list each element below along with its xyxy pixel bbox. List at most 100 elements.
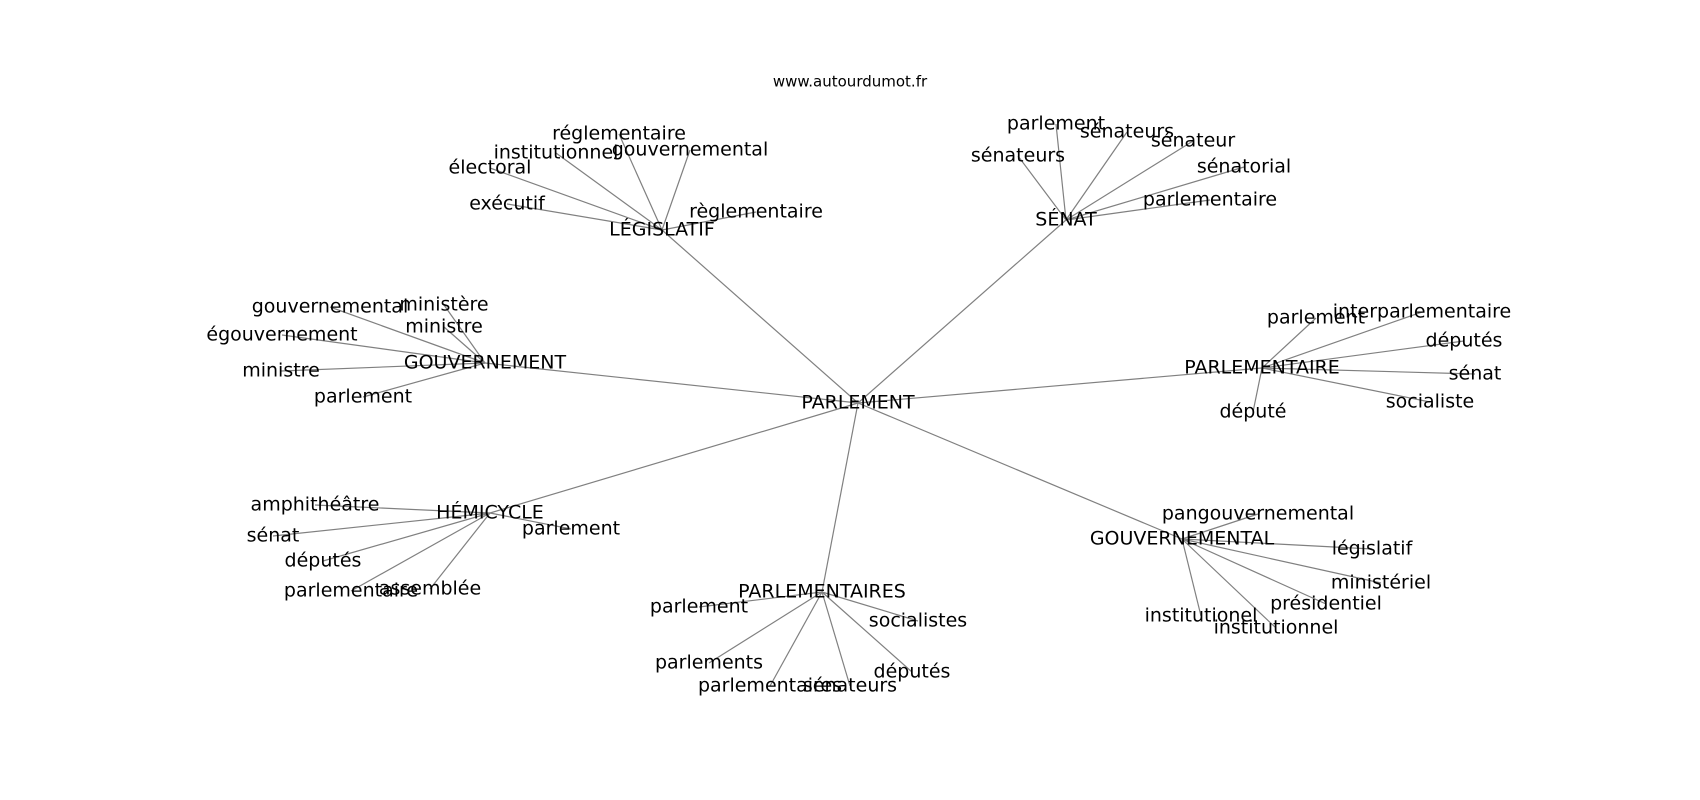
center-node-label: PARLEMENT: [801, 392, 915, 414]
edge-center-parlementaire: [857, 367, 1263, 404]
leaf-node-senatorial: sénatorial: [1197, 156, 1291, 178]
leaf-node-socialiste: socialiste: [1386, 391, 1475, 413]
leaf-node-institutionnel: institutionnel: [494, 142, 619, 164]
leaf-node-senateurs: sénateurs: [971, 145, 1065, 167]
edge-gouvernement-ministere: [443, 304, 486, 364]
edge-parlementaires-deputes: [821, 591, 913, 673]
hub-node-gouvernement: GOUVERNEMENT: [404, 352, 567, 374]
edge-gouvernement-gouvernemental: [329, 306, 486, 364]
hub-node-gouvernemental: GOUVERNEMENTAL: [1090, 528, 1275, 550]
edge-gouvernement-parlement: [362, 362, 486, 398]
hub-node-parlementaire: PARLEMENTAIRE: [1184, 357, 1340, 379]
edge-gouvernement-egouvernement: [281, 334, 486, 364]
edge-senat-senateurs: [1017, 155, 1067, 221]
leaf-node-parlementaires: parlementaires: [698, 675, 842, 697]
leaf-node-ministere: ministère: [399, 294, 488, 316]
edge-senat-senateurs: [1065, 131, 1128, 221]
edge-parlementaire-interparlementaire: [1261, 311, 1423, 369]
edge-gouvernement-ministre: [280, 362, 486, 372]
leaf-node-senateurs: sénateurs: [1080, 121, 1174, 143]
leaf-node-ministeriel: ministériel: [1331, 572, 1431, 594]
edge-legislatif-reglementaire: [618, 133, 663, 231]
leaf-node-senateur: sénateur: [1151, 130, 1235, 152]
leaf-node-socialistes: socialistes: [869, 610, 967, 632]
edge-legislatif-gouvernemental: [661, 149, 691, 231]
graph-labels: PARLEMENTLÉGISLATIFréglementaireinstitut…: [206, 113, 1511, 697]
edge-senat-senatorial: [1065, 166, 1245, 221]
leaf-node-ministre: ministre: [242, 360, 320, 382]
edge-hemicycle-amphitheatre: [314, 504, 491, 514]
leaf-node-interparlementaire: interparlementaire: [1333, 301, 1511, 323]
edge-parlementaire-senat: [1261, 367, 1476, 375]
leaf-node-egouvernement: égouvernement: [206, 324, 357, 346]
leaf-node-amphitheatre: amphithéâtre: [251, 494, 380, 516]
leaf-node-deputes: députés: [285, 550, 362, 572]
edge-parlementaire-socialiste: [1261, 367, 1431, 403]
hub-node-parlementaires: PARLEMENTAIRES: [738, 581, 906, 603]
leaf-node-executif: exécutif: [469, 193, 546, 215]
edge-gouvernemental-pangouvernemental: [1181, 513, 1259, 540]
edge-parlementaire-deputes: [1261, 340, 1465, 369]
leaf-node-parlement: parlement: [314, 386, 412, 408]
edge-center-parlementaires: [821, 402, 859, 593]
edge-legislatif-reglementaire: [661, 211, 757, 231]
leaf-node-parlement: parlement: [522, 518, 620, 540]
leaf-node-electoral: électoral: [449, 157, 532, 179]
leaf-node-deputes: députés: [1426, 330, 1503, 352]
leaf-node-reglementaire: réglementaire: [552, 123, 686, 145]
edge-parlementaires-parlements: [708, 591, 823, 664]
edge-gouvernemental-institutionnel: [1181, 538, 1277, 629]
leaf-node-senateurs: sénateurs: [803, 675, 897, 697]
edge-legislatif-institutionnel: [555, 152, 663, 231]
edge-parlementaire-parlement: [1261, 317, 1317, 369]
leaf-node-parlementaire: parlementaire: [284, 580, 418, 602]
leaf-node-gouvernemental: gouvernemental: [252, 296, 408, 318]
leaf-node-parlement: parlement: [1007, 113, 1105, 135]
edge-hemicycle-deputes: [322, 512, 491, 562]
edge-senat-senateur: [1065, 140, 1194, 221]
edge-gouvernemental-presidentiel: [1181, 538, 1327, 605]
leaf-node-pangouvernemental: pangouvernemental: [1162, 503, 1354, 525]
edge-center-gouvernement: [484, 362, 859, 404]
edge-parlementaires-parlement: [698, 591, 823, 608]
leaf-node-parlement: parlement: [650, 596, 748, 618]
leaf-node-parlementaire: parlementaire: [1143, 189, 1277, 211]
leaf-node-depute: député: [1220, 401, 1287, 423]
leaf-node-ministre: ministre: [405, 316, 483, 338]
leaf-node-reglementaire: règlementaire: [689, 201, 823, 223]
edge-gouvernemental-institutionel: [1181, 538, 1202, 617]
leaf-node-legislatif: législatif: [1332, 538, 1414, 560]
edge-center-legislatif: [661, 229, 859, 404]
edge-parlementaire-depute: [1252, 367, 1263, 413]
leaf-node-presidentiel: présidentiel: [1270, 593, 1382, 615]
leaf-node-senat: sénat: [247, 525, 300, 547]
edge-legislatif-electoral: [489, 167, 663, 231]
leaf-node-senat: sénat: [1449, 363, 1502, 385]
edge-hemicycle-parlement: [489, 512, 572, 530]
edge-senat-parlementaire: [1065, 199, 1211, 221]
leaf-node-gouvernemental: gouvernemental: [612, 139, 768, 161]
leaf-node-parlements: parlements: [655, 652, 763, 674]
hub-node-hemicycle: HÉMICYCLE: [436, 501, 544, 524]
leaf-node-deputes: députés: [874, 661, 951, 683]
leaf-node-parlement: parlement: [1267, 307, 1365, 329]
edge-gouvernemental-ministeriel: [1181, 538, 1382, 584]
edge-gouvernemental-legislatif: [1181, 538, 1373, 550]
leaf-node-institutionel: institutionel: [1145, 605, 1258, 627]
edge-hemicycle-senat: [272, 512, 491, 537]
edge-center-senat: [857, 219, 1067, 404]
site-watermark: www.autourdumot.fr: [773, 73, 928, 91]
edge-center-gouvernemental: [857, 402, 1183, 540]
graph-edges: [272, 123, 1476, 687]
leaf-node-institutionnel: institutionnel: [1214, 617, 1339, 639]
edge-center-hemicycle: [489, 402, 859, 514]
edge-parlementaires-parlementaires: [769, 591, 823, 687]
edge-legislatif-executif: [506, 203, 663, 231]
edge-gouvernement-ministre: [443, 326, 486, 364]
edge-senat-parlement: [1055, 123, 1067, 221]
hub-node-legislatif: LÉGISLATIF: [609, 218, 715, 241]
edge-hemicycle-assemblee: [429, 512, 491, 590]
edge-parlementaires-socialistes: [821, 591, 919, 622]
leaf-node-assemblee: assemblée: [379, 578, 481, 600]
